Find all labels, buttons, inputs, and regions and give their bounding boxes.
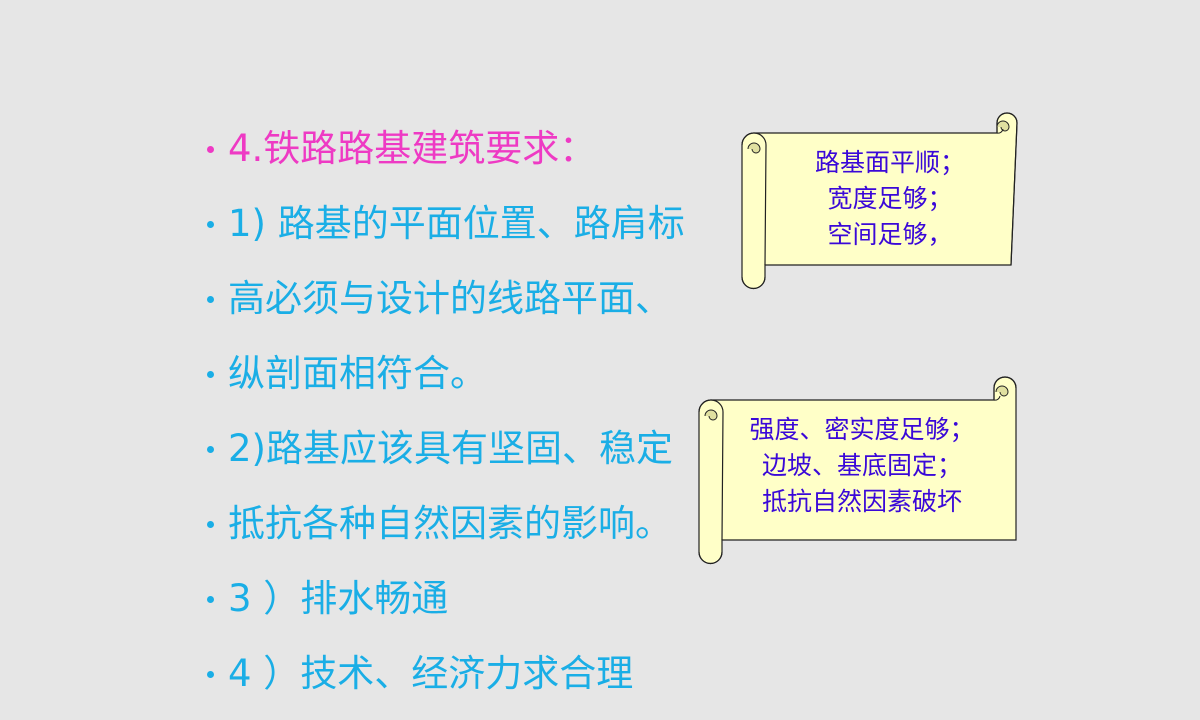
bullet-dot-icon <box>207 221 214 228</box>
callout-line: 空间足够， <box>827 220 953 249</box>
bullet-text: 高必须与设计的线路平面、 <box>228 277 672 320</box>
callout-text: 强度、密实度足够； 边坡、基底固定； 抵抗自然因素破坏 <box>722 412 1002 520</box>
slide: 4.铁路路基建筑要求： 1) 路基的平面位置、路肩标 高必须与设计的线路平面、 … <box>205 105 1027 695</box>
bullet-text: 3 ）排水畅通 <box>228 577 449 620</box>
bullet-item: 高必须与设计的线路平面、 <box>205 270 965 345</box>
scroll-callout-1: 路基面平顺； 宽度足够； 空间足够， <box>735 105 1025 295</box>
callout-text: 路基面平顺； 宽度足够； 空间足够， <box>765 145 1015 253</box>
bullet-text: 4.铁路路基建筑要求： <box>228 127 597 170</box>
bullet-text: 2)路基应该具有坚固、稳定 <box>228 427 673 470</box>
callout-line: 抵抗自然因素破坏 <box>761 487 962 516</box>
callout-line: 路基面平顺； <box>814 148 965 177</box>
callout-line: 宽度足够； <box>827 184 953 213</box>
bullet-dot-icon <box>207 146 214 153</box>
bullet-text: 抵抗各种自然因素的影响。 <box>228 502 672 545</box>
slide-title: 4.铁路路基建筑要求： <box>205 120 965 195</box>
bullet-dot-icon <box>207 596 214 603</box>
bullet-item: 1) 路基的平面位置、路肩标 <box>205 195 965 270</box>
bullet-item: 纵剖面相符合。 <box>205 345 965 420</box>
bullet-item: 4 ）技术、经济力求合理 <box>205 645 965 720</box>
callout-line: 强度、密实度足够； <box>749 415 975 444</box>
scroll-shape-icon <box>741 112 1018 290</box>
bullet-item: 抵抗各种自然因素的影响。 <box>205 495 965 570</box>
scroll-callout-2: 强度、密实度足够； 边坡、基底固定； 抵抗自然因素破坏 <box>692 370 1027 570</box>
bullet-dot-icon <box>207 296 214 303</box>
bullet-text: 1) 路基的平面位置、路肩标 <box>228 202 685 245</box>
bullet-dot-icon <box>207 521 214 528</box>
bullet-item: 3 ）排水畅通 <box>205 570 965 645</box>
scroll-shape-icon <box>698 376 1017 565</box>
callout-line: 边坡、基底固定； <box>761 451 962 480</box>
bullet-item: 2)路基应该具有坚固、稳定 <box>205 420 965 495</box>
bullet-text: 4 ）技术、经济力求合理 <box>228 652 634 695</box>
bullet-text: 纵剖面相符合。 <box>228 352 487 395</box>
bullet-dot-icon <box>207 446 214 453</box>
bullet-dot-icon <box>207 371 214 378</box>
